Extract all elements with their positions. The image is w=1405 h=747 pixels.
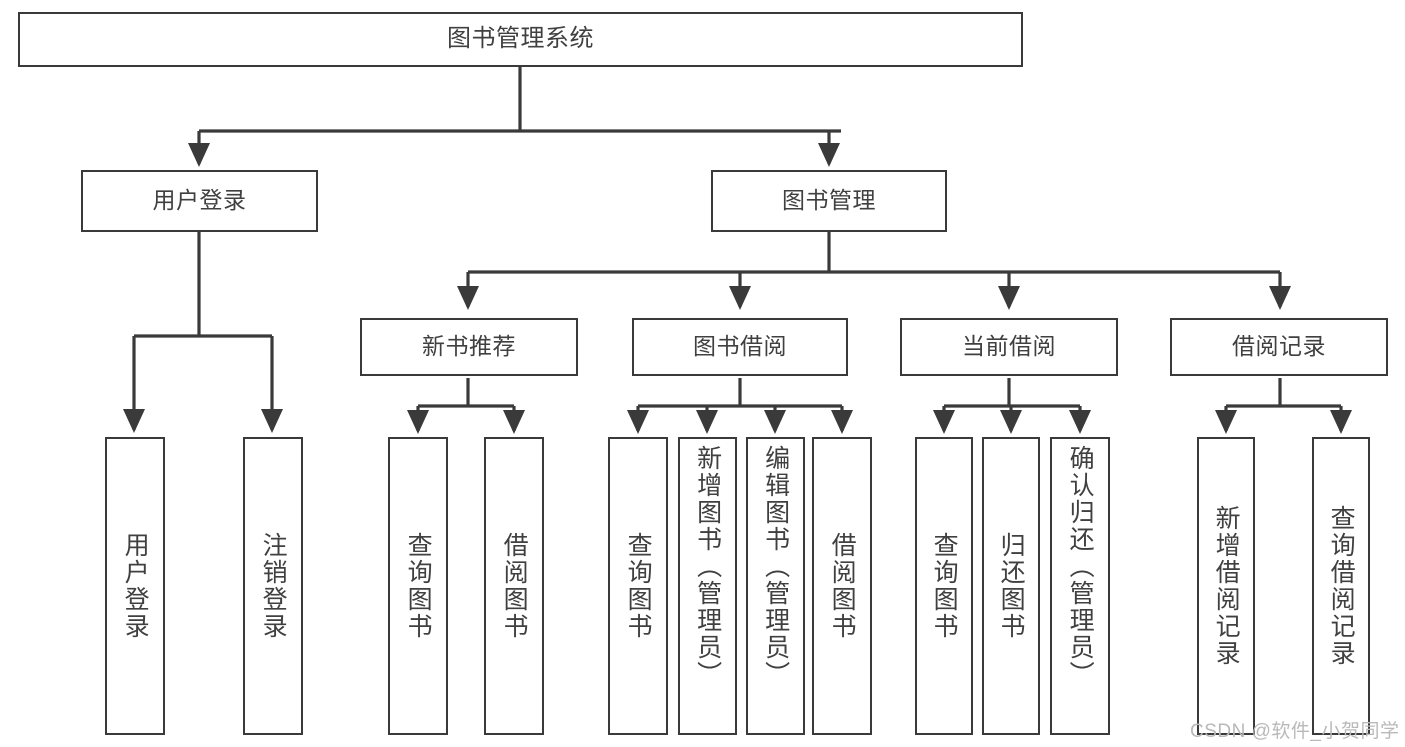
leaf-user-login-label: 用户登录 bbox=[121, 532, 150, 640]
leaf-confirm-return-label: 确认归还（管理员） bbox=[1066, 445, 1095, 688]
leaf-add-book[interactable]: 新增图书（管理员） bbox=[678, 437, 737, 735]
leaf-query-record-label: 查询借阅记录 bbox=[1327, 505, 1356, 667]
leaf-return-book-label: 归还图书 bbox=[997, 532, 1026, 640]
node-borrow-record[interactable]: 借阅记录 bbox=[1170, 318, 1388, 376]
node-book-management[interactable]: 图书管理 bbox=[711, 170, 947, 232]
node-borrow-record-label: 借阅记录 bbox=[1232, 333, 1326, 360]
leaf-query-books-3[interactable]: 查询图书 bbox=[915, 437, 973, 735]
node-root-label: 图书管理系统 bbox=[447, 25, 594, 53]
leaf-borrow-books-2-label: 借阅图书 bbox=[828, 532, 857, 640]
leaf-query-books-2[interactable]: 查询图书 bbox=[608, 437, 668, 735]
node-book-management-label: 图书管理 bbox=[782, 187, 876, 214]
node-book-borrow-label: 图书借阅 bbox=[693, 333, 787, 360]
leaf-query-books-1[interactable]: 查询图书 bbox=[388, 437, 448, 735]
leaf-logout-label: 注销登录 bbox=[259, 532, 288, 640]
leaf-query-books-1-label: 查询图书 bbox=[404, 532, 433, 640]
node-book-borrow[interactable]: 图书借阅 bbox=[632, 318, 848, 376]
leaf-add-book-label: 新增图书（管理员） bbox=[693, 445, 722, 688]
node-current-borrow-label: 当前借阅 bbox=[962, 333, 1056, 360]
node-current-borrow[interactable]: 当前借阅 bbox=[900, 318, 1118, 376]
leaf-edit-book-label: 编辑图书（管理员） bbox=[761, 445, 790, 688]
leaf-query-books-3-label: 查询图书 bbox=[930, 532, 959, 640]
leaf-query-record[interactable]: 查询借阅记录 bbox=[1312, 437, 1370, 735]
leaf-borrow-books-2[interactable]: 借阅图书 bbox=[812, 437, 872, 735]
leaf-user-login[interactable]: 用户登录 bbox=[105, 437, 165, 735]
leaf-borrow-books-1[interactable]: 借阅图书 bbox=[484, 437, 544, 735]
leaf-edit-book[interactable]: 编辑图书（管理员） bbox=[746, 437, 805, 735]
leaf-add-record[interactable]: 新增借阅记录 bbox=[1197, 437, 1255, 735]
node-user-login[interactable]: 用户登录 bbox=[81, 170, 318, 232]
leaf-add-record-label: 新增借阅记录 bbox=[1212, 505, 1241, 667]
leaf-query-books-2-label: 查询图书 bbox=[624, 532, 653, 640]
node-root[interactable]: 图书管理系统 bbox=[18, 12, 1023, 67]
node-new-book-recommend-label: 新书推荐 bbox=[422, 333, 516, 360]
node-user-login-label: 用户登录 bbox=[152, 187, 247, 214]
leaf-confirm-return[interactable]: 确认归还（管理员） bbox=[1050, 437, 1110, 735]
leaf-borrow-books-1-label: 借阅图书 bbox=[500, 532, 529, 640]
csdn-watermark: CSDN @软件_小贺同学 bbox=[1190, 721, 1400, 742]
node-new-book-recommend[interactable]: 新书推荐 bbox=[360, 318, 578, 376]
leaf-return-book[interactable]: 归还图书 bbox=[982, 437, 1040, 735]
leaf-logout[interactable]: 注销登录 bbox=[243, 437, 303, 735]
